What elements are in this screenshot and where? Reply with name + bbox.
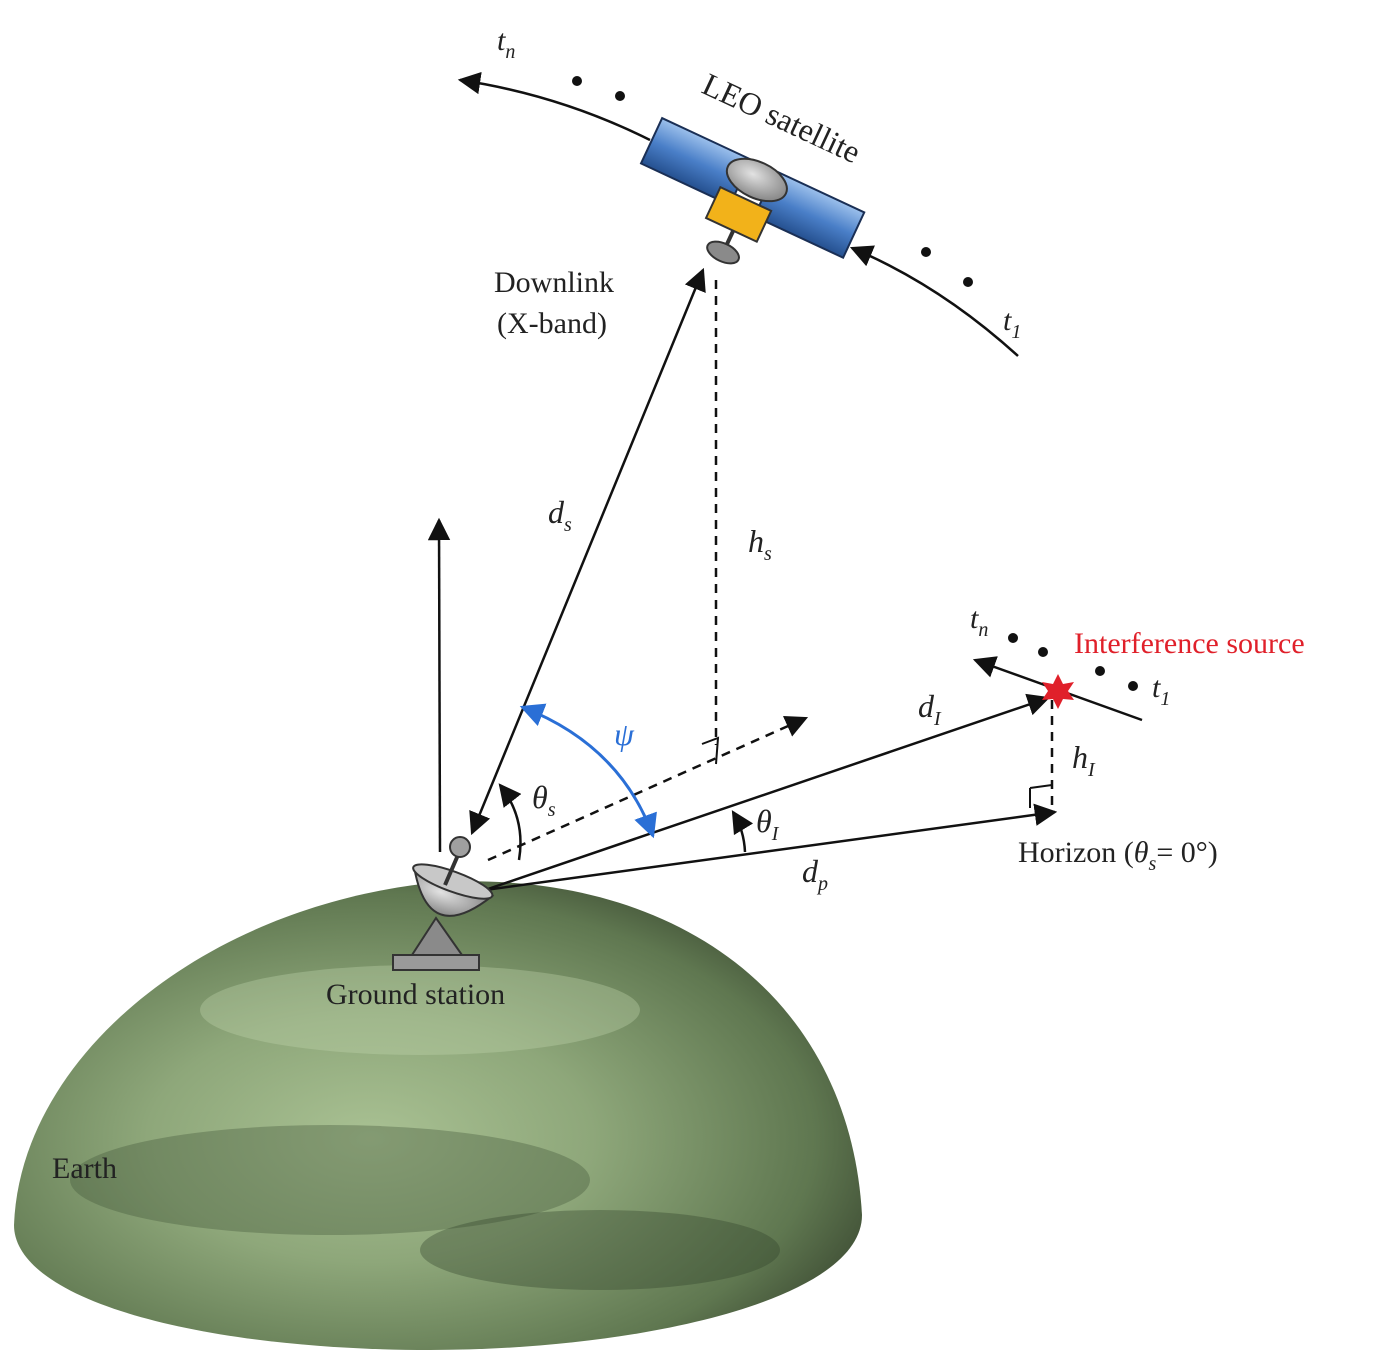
orbit-dot: [572, 76, 582, 86]
trajectory-dot: [1128, 681, 1138, 691]
satellite-orbit: [457, 71, 1019, 357]
psi-label: ψ: [614, 716, 635, 752]
sat-tn-label: tn: [497, 24, 515, 63]
theta-s-arc: [498, 783, 522, 861]
hs-label: hs: [748, 523, 772, 565]
earth-dome: [14, 881, 862, 1350]
ground-station-label: Ground station: [326, 978, 505, 1011]
ds-link-line: [469, 267, 706, 836]
trajectory-dot: [1038, 647, 1048, 657]
dp-label: dp: [802, 853, 828, 895]
hi-right-angle-mark: [1029, 784, 1053, 808]
di-label: dI: [918, 688, 942, 730]
downlink-label: Downlink: [494, 266, 614, 299]
ground-station-icon: [392, 836, 495, 971]
downlink-band-label: (X-band): [497, 307, 607, 340]
hs-right-angle-mark: [701, 736, 720, 765]
horizon-label: Horizon (θs= 0°): [1018, 836, 1218, 875]
orbit-dot: [963, 277, 973, 287]
theta-s-label: θs: [532, 779, 556, 821]
dp-horizon-line: [484, 803, 1058, 892]
ground-projection-dashed-line: [487, 715, 809, 862]
hi-label: hI: [1072, 739, 1096, 781]
theta-i-arc: [731, 810, 754, 853]
orbit-dot: [921, 247, 931, 257]
psi-arc: [519, 703, 657, 839]
interference-source-label: Interference source: [1074, 627, 1305, 660]
trajectory-dot: [1008, 633, 1018, 643]
int-t1-label: t1: [1152, 671, 1170, 710]
interference-source-icon: [1042, 674, 1074, 709]
leo-satellite-icon: [639, 116, 866, 265]
orbit-dot: [615, 91, 625, 101]
di-link-line: [484, 693, 1051, 892]
trajectory-dot: [1095, 666, 1105, 676]
earth-label: Earth: [52, 1152, 117, 1185]
int-tn-label: tn: [970, 602, 988, 641]
ds-label: ds: [548, 494, 572, 536]
zenith-arrow: [427, 517, 451, 853]
sat-t1-label: t1: [1003, 304, 1021, 343]
theta-i-label: θI: [756, 803, 780, 845]
